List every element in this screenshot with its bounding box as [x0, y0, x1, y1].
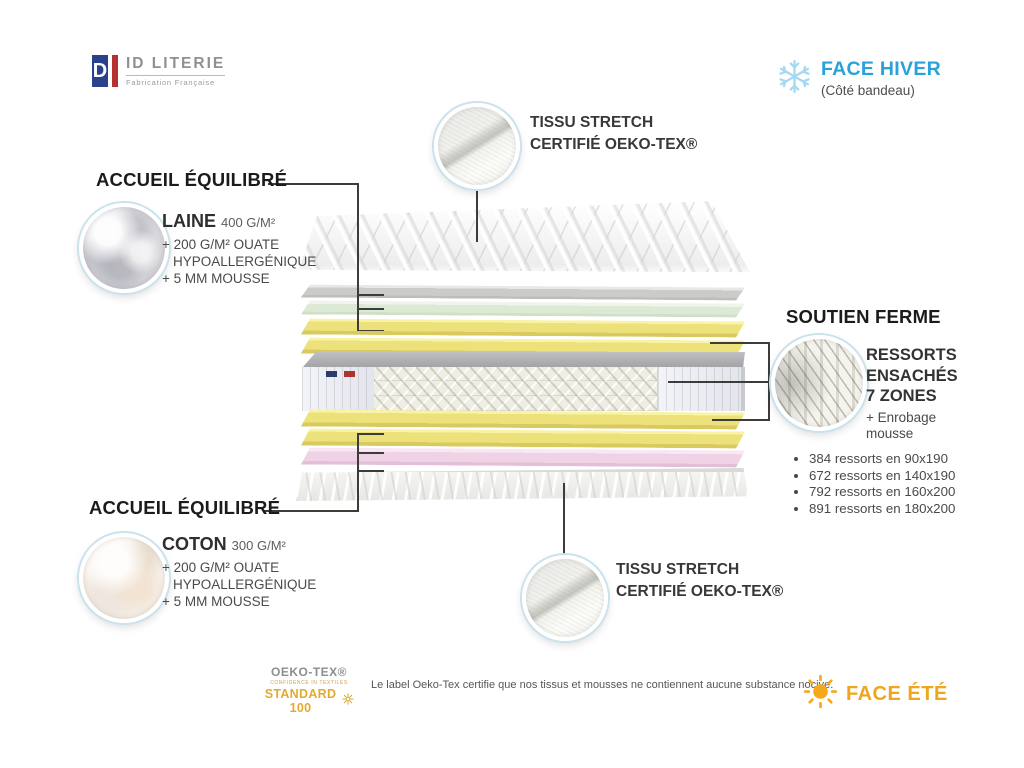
label-tag-red	[344, 371, 355, 377]
accueil-top-heading: ACCUEIL ÉQUILIBRÉ	[96, 169, 288, 190]
tissu-top-line2: CERTIFIÉ OEKO-TEX®	[530, 135, 698, 153]
face-hiver-block: FACE HIVER (Côté bandeau)	[776, 58, 941, 100]
leader-accueil-top-v	[357, 183, 359, 331]
brand-name: ID LITERIE	[126, 55, 226, 76]
leader-tissu-bottom	[563, 483, 565, 557]
spring-core-left-panel	[302, 367, 375, 411]
leader-tick-quilt-bottom	[357, 470, 384, 472]
oeko-standard: STANDARD 100	[264, 687, 337, 715]
laine-detail-3: + 5 MM MOUSSE	[162, 271, 270, 286]
tissu-top-line1: TISSU STRETCH	[530, 114, 654, 131]
ressorts-sub1: + Enrobage	[866, 409, 937, 425]
spring-count-item: 792 ressorts en 160x200	[809, 484, 955, 501]
oeko-flower-icon	[341, 692, 355, 711]
laine-block: LAINE 400 G/M² + 200 G/M² OUATE HYPOALLER…	[162, 211, 382, 287]
tissu-bottom-line2: CERTIFIÉ OEKO-TEX®	[616, 582, 784, 600]
photo-ressorts-ensaches	[771, 335, 867, 431]
layer-yellow-foam-4	[301, 428, 745, 448]
brand-tagline: Fabrication Française	[126, 78, 215, 87]
face-ete-block: FACE ÉTÉ	[803, 674, 948, 714]
oeko-certification-text: Le label Oeko-Tex certifie que nos tissu…	[371, 679, 834, 691]
face-hiver-label: FACE HIVER	[821, 58, 942, 80]
oeko-brand: OEKO-TEX®	[270, 665, 347, 679]
leader-ressorts-tick-1	[710, 342, 769, 344]
ressorts-block: RESSORTS ENSACHÉS 7 ZONES + Enrobage mou…	[866, 345, 958, 443]
spring-core-pocket-springs	[374, 367, 660, 411]
sun-icon	[803, 674, 838, 714]
ressorts-line1: RESSORTS	[866, 346, 957, 364]
tissu-bottom-label: TISSU STRETCH CERTIFIÉ OEKO-TEX®	[616, 559, 783, 602]
layer-pink-mousse	[301, 447, 745, 467]
laine-detail-2: HYPOALLERGÉNIQUE	[173, 254, 317, 269]
photo-laine	[79, 203, 169, 293]
layer-quilted-bottom	[296, 468, 748, 501]
brand-flag-icon: D	[92, 55, 119, 87]
spring-count-list: 384 ressorts en 90x190 672 ressorts en 1…	[793, 451, 955, 517]
coton-detail-1: + 200 G/M² OUATE	[162, 560, 280, 575]
layer-spring-core	[302, 352, 745, 411]
leader-tick-gray	[357, 294, 384, 296]
laine-detail-1: + 200 G/M² OUATE	[162, 237, 280, 252]
spring-count-item: 384 ressorts en 90x190	[809, 451, 955, 468]
coton-weight: 300 G/M²	[231, 538, 286, 553]
tissu-top-label: TISSU STRETCH CERTIFIÉ OEKO-TEX®	[530, 112, 697, 155]
brand-logo: D ID LITERIE Fabrication Française	[92, 55, 226, 87]
layer-yellow-foam-1	[301, 318, 745, 337]
leader-accueil-bottom-v	[357, 433, 359, 511]
coton-detail-2: HYPOALLERGÉNIQUE	[173, 577, 317, 592]
face-ete-label: FACE ÉTÉ	[846, 682, 948, 705]
spring-core-front-face	[302, 367, 745, 411]
face-hiver-subtitle: (Côté bandeau)	[821, 83, 915, 98]
brand-flag-red-bar	[112, 55, 118, 87]
tissu-bottom-line1: TISSU STRETCH	[616, 561, 740, 578]
leader-tissu-top	[476, 189, 478, 242]
spring-core-top-face	[302, 352, 745, 368]
coton-block: COTON 300 G/M² + 200 G/M² OUATE HYPOALLER…	[162, 534, 382, 610]
photo-tissu-stretch-bottom	[522, 555, 608, 641]
ressorts-line2: ENSACHÉS	[866, 366, 958, 385]
laine-weight: 400 G/M²	[221, 215, 276, 230]
leader-tick-green	[357, 308, 384, 310]
layer-yellow-foam-3	[301, 409, 745, 429]
ressorts-line3: 7 ZONES	[866, 387, 937, 405]
leader-tick-yellow-bottom	[357, 433, 384, 435]
accueil-bottom-heading: ACCUEIL ÉQUILIBRÉ	[89, 497, 281, 518]
coton-detail-3: + 5 MM MOUSSE	[162, 594, 270, 609]
photo-coton	[79, 533, 169, 623]
leader-tick-pink	[357, 452, 384, 454]
leader-tick-yellow-top	[357, 329, 384, 331]
oeko-tex-logo: OEKO-TEX® CONFIDENCE IN TEXTILES STANDAR…	[263, 665, 355, 715]
spring-count-item: 891 ressorts en 180x200	[809, 501, 955, 518]
label-tag-blue	[326, 371, 337, 377]
snowflake-icon	[776, 58, 813, 100]
coton-title: COTON	[162, 534, 227, 554]
spring-core-right-panel	[657, 367, 741, 411]
leader-ressorts-tick-3	[712, 419, 769, 421]
ressorts-sub2: mousse	[866, 426, 914, 441]
leader-accueil-top-h	[268, 183, 358, 185]
photo-tissu-stretch-top	[434, 103, 520, 189]
leader-ressorts-tick-2	[668, 381, 773, 383]
leader-accueil-bottom-h	[263, 510, 359, 512]
laine-title: LAINE	[162, 211, 216, 231]
leader-ressorts-v	[768, 342, 770, 421]
spring-count-item: 672 ressorts en 140x190	[809, 468, 955, 485]
soutien-heading: SOUTIEN FERME	[786, 306, 941, 327]
brand-monogram: D	[92, 55, 108, 87]
oeko-sub: CONFIDENCE IN TEXTILES	[270, 680, 348, 686]
